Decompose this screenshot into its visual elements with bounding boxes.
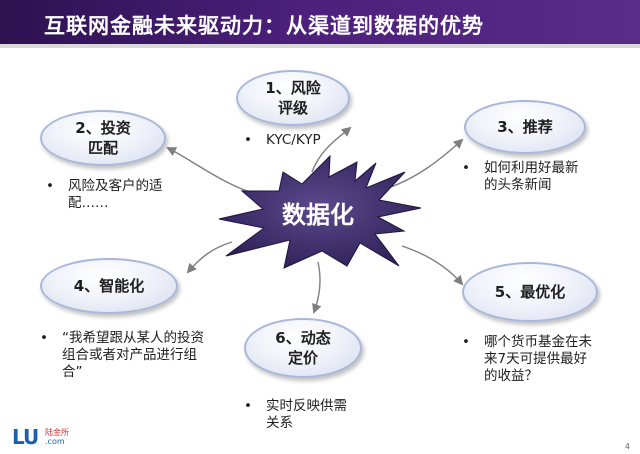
node-label-line: 1、风险 [265,79,321,97]
bullet-text: “我希望跟从某人的投资组合或者对产品进行组合” [62,330,204,380]
arrow-to-optimization [401,245,464,286]
node-label-line: 3、推荐 [497,118,553,136]
node-label-line: 评级 [277,99,308,117]
node-investment-matching: 2、投资 匹配 [40,110,166,166]
bullet-dot: • [40,330,48,346]
bullet-intelligent: • “我希望跟从某人的投资组合或者对产品进行组合” [40,330,212,381]
bullet-dot: • [244,398,252,414]
bullet-text: 风险及客户的适配…… [68,178,163,211]
node-label-line: 定价 [287,349,318,367]
node-recommendation: 3、推荐 [464,100,586,154]
bullet-text: 如何利用好最新的头条新闻 [484,160,579,193]
logo-brand: LU [12,425,39,449]
node-label-line: 6、动态 [275,329,331,347]
logo-domain: .com [45,437,65,446]
center-starburst [218,154,422,269]
node-risk-rating: 1、风险 评级 [236,70,350,126]
node-label-line: 4、智能化 [73,277,145,295]
center-label: 数据化 [282,201,354,229]
logo-cn-name: 陆金所 [45,428,69,437]
bullet-text: 哪个货币基金在未来7天可提供最好的收益？ [484,334,592,384]
bullet-dot: • [462,334,470,350]
node-label-line: 5、最优化 [494,283,566,301]
arrow-to-dynamic-pricing [312,261,322,314]
bullet-dot: • [46,178,54,194]
bullet-dot: • [462,160,470,176]
node-dynamic-pricing: 6、动态 定价 [244,318,362,378]
arrow-to-investment-matching [166,147,263,197]
title-bar [0,0,640,48]
arrow-to-risk-rating [311,126,352,173]
node-label-line: 匹配 [87,139,118,157]
page-title: 互联网金融未来驱动力：从渠道到数据的优势 [44,14,484,38]
bullet-dot: • [244,132,252,148]
page-number: 4 [624,442,630,451]
bullet-text: KYC/KYP [266,132,321,148]
node-label-line: 2、投资 [75,119,131,137]
bullet-investment-matching: • 风险及客户的适配…… [46,178,176,212]
arrow-to-intelligent [186,241,233,274]
bullet-recommendation: • 如何利用好最新的头条新闻 [462,160,586,194]
node-optimization: 5、最优化 [462,262,598,322]
bullet-text: 实时反映供需关系 [266,398,347,431]
node-intelligent: 4、智能化 [40,258,178,314]
bullet-optimization: • 哪个货币基金在未来7天可提供最好的收益？ [462,334,600,385]
bullet-dynamic-pricing: • 实时反映供需关系 [244,398,354,432]
bullet-risk-rating: • KYC/KYP [244,132,364,149]
